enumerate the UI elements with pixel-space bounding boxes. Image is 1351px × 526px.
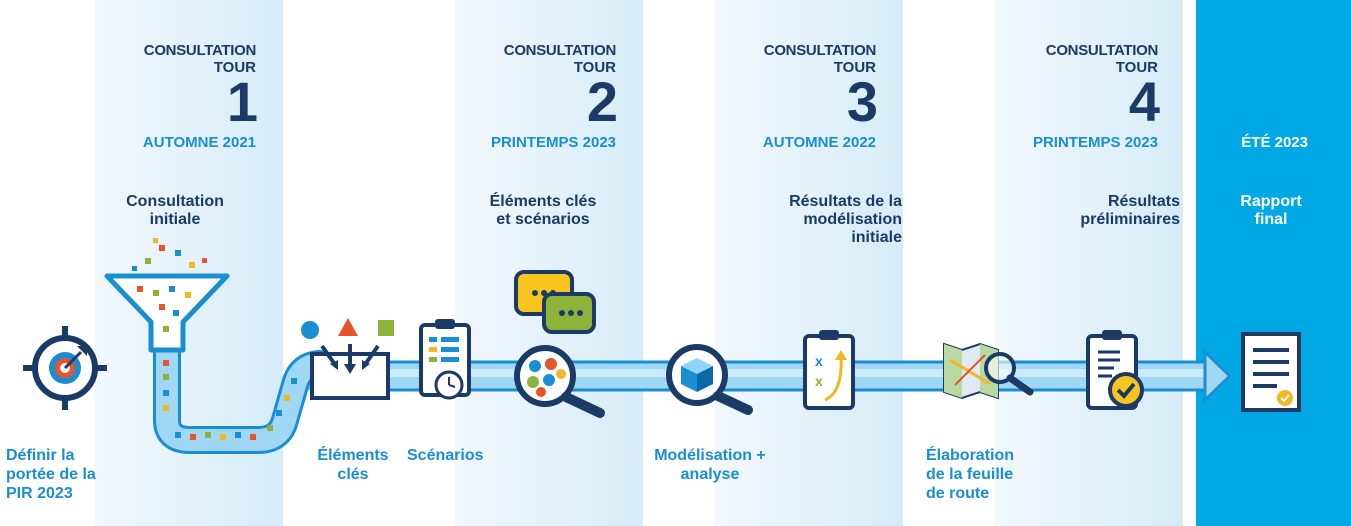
- round-1-header: CONSULTATION TOUR 1: [100, 42, 258, 133]
- modeling-label: Modélisation + analyse: [654, 447, 766, 483]
- final-title: Rapport final: [1240, 193, 1302, 228]
- report-icon: [1241, 332, 1301, 412]
- round-2-line2: TOUR: [573, 59, 616, 76]
- round-4-line2: TOUR: [1115, 59, 1158, 76]
- round-2-title: Éléments clés et scénarios: [489, 193, 597, 228]
- map-magnifier-icon: [943, 342, 1034, 400]
- scope-label: Définir la portée de la PIR 2023: [6, 447, 96, 502]
- round-4-title: Résultats préliminaires: [1080, 193, 1180, 228]
- chat-magnifier-icon: [514, 270, 605, 418]
- round-1-title: Consultation initiale: [126, 193, 224, 228]
- svg-text:x: x: [815, 353, 823, 369]
- flow-arrow-head: [1203, 348, 1233, 404]
- round-2-header: CONSULTATION TOUR 2: [460, 42, 618, 133]
- clipboard-strategy-icon: x x: [803, 330, 855, 410]
- round-2-number: 2: [586, 70, 618, 133]
- round-3-season: AUTOMNE 2022: [762, 134, 876, 151]
- target-icon: [23, 326, 107, 410]
- shapes-sort-icon: [301, 318, 394, 400]
- round-4-line1: CONSULTATION: [1045, 42, 1159, 59]
- cube-magnifier-icon: [666, 344, 753, 415]
- round-1-number: 1: [226, 70, 258, 133]
- round-1-season: AUTOMNE 2021: [142, 134, 256, 151]
- final-season: ÉTÉ 2023: [1241, 134, 1308, 151]
- round-2-line1: CONSULTATION: [503, 42, 617, 59]
- round-3-number: 3: [846, 70, 878, 133]
- key-elements-label: Éléments clés: [317, 447, 389, 483]
- round-4-header: CONSULTATION TOUR 4: [1000, 42, 1160, 133]
- round-4-season: PRINTEMPS 2023: [1032, 134, 1158, 151]
- round-4-number: 4: [1128, 70, 1160, 133]
- round-1-line1: CONSULTATION: [143, 42, 257, 59]
- clipboard-clock-icon: [419, 319, 471, 400]
- round-4-panel: [995, 0, 1183, 526]
- round-1-line2: TOUR: [213, 59, 256, 76]
- funnel-icon: [104, 238, 230, 353]
- round-2-panel: [455, 0, 643, 526]
- round-3-panel: [715, 0, 903, 526]
- round-3-title: Résultats de la modélisation initiale: [789, 193, 902, 246]
- round-2-season: PRINTEMPS 2023: [490, 134, 616, 151]
- final-panel: [1196, 0, 1351, 526]
- roadmap-label: Élaboration de la feuille de route: [926, 447, 1015, 502]
- round-3-line1: CONSULTATION: [763, 42, 877, 59]
- svg-text:x: x: [815, 373, 823, 389]
- scenarios-label: Scénarios: [407, 447, 484, 464]
- round-3-line2: TOUR: [833, 59, 876, 76]
- clipboard-check-icon: [1086, 330, 1144, 410]
- round-3-header: CONSULTATION TOUR 3: [720, 42, 878, 133]
